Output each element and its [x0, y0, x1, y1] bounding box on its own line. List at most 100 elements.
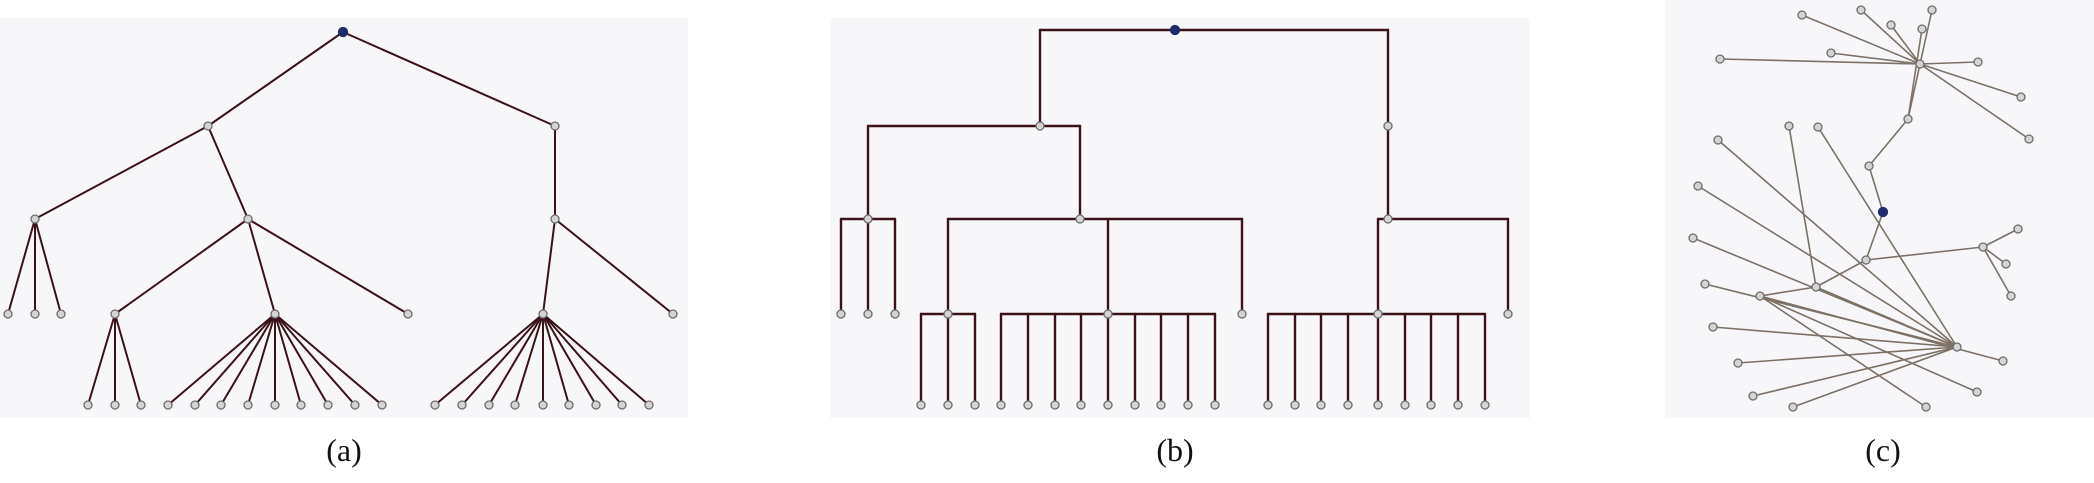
tree-edge: [1817, 126, 1958, 348]
tree-node: [484, 400, 494, 410]
tree-edge: [1792, 346, 1958, 408]
tree-edge: [342, 31, 556, 127]
tree-edge: [1868, 165, 1884, 213]
tree-edge: [220, 313, 276, 406]
tree-edge: [1890, 24, 1921, 65]
tree-edge: [1704, 283, 1958, 348]
tree-edge: [1919, 61, 1979, 65]
tree-node: [1903, 114, 1913, 124]
tree-node: [30, 214, 40, 224]
tree-edge: [1907, 28, 1923, 120]
tree-edge: [434, 313, 544, 406]
tree-node: [564, 400, 574, 410]
tree-node: [1050, 400, 1060, 410]
tree-edge: [1868, 118, 1909, 167]
tree-node: [110, 400, 120, 410]
tree-node: [1917, 24, 1927, 34]
tree-node: [1813, 122, 1823, 132]
tree-edge: [1759, 295, 1927, 408]
tree-node: [83, 400, 93, 410]
tree-node: [1316, 400, 1326, 410]
tree-node: [56, 309, 66, 319]
tree-node: [1688, 233, 1698, 243]
tree-edge: [554, 218, 674, 315]
tree-node: [1748, 391, 1758, 401]
tree-node: [1383, 214, 1393, 224]
tree-edge: [1919, 9, 1933, 65]
tree-edge: [247, 218, 276, 315]
tree-node: [1237, 309, 1247, 319]
caption-b: (b): [1156, 432, 1194, 468]
tree-node: [1130, 400, 1140, 410]
tree-edge: [1719, 58, 1921, 65]
tree-edge: [114, 218, 249, 315]
tree-node: [457, 400, 467, 410]
tree-edge: [1759, 286, 1817, 297]
tree-node: [1503, 309, 1513, 319]
tree-node: [1075, 214, 1085, 224]
tree-node: [1076, 400, 1086, 410]
tree-node: [1693, 181, 1703, 191]
tree-node: [2006, 291, 2016, 301]
tree-node: [1156, 400, 1166, 410]
tree-edge: [542, 218, 556, 315]
tree-node: [970, 400, 980, 410]
tree-node: [538, 400, 548, 410]
tree-edge: [542, 313, 623, 406]
tree-node: [1921, 402, 1931, 412]
tree-node: [916, 400, 926, 410]
tree-edge: [1737, 346, 1958, 364]
tree-node: [1480, 400, 1490, 410]
tree-node: [403, 309, 413, 319]
tree-node: [668, 309, 678, 319]
caption-a: (a): [326, 432, 362, 468]
tree-node: [1784, 121, 1794, 131]
tree-node: [2013, 224, 2023, 234]
tree-edge: [274, 313, 329, 406]
tree-node: [1183, 400, 1193, 410]
radial-tree-drawing: [1688, 5, 2034, 412]
tree-node: [617, 400, 627, 410]
tree-node: [243, 400, 253, 410]
tree-edge: [1788, 125, 1817, 288]
tree-node: [538, 309, 548, 319]
tree-node: [1400, 400, 1410, 410]
tree-node: [1373, 400, 1383, 410]
tree-node: [3, 309, 13, 319]
tree-edge: [1801, 14, 1921, 65]
root-node: [1877, 206, 1889, 218]
tree-node: [1856, 5, 1866, 15]
tree-node: [216, 400, 226, 410]
tree-node: [2016, 92, 2026, 102]
tree-node: [243, 214, 253, 224]
tree-node: [350, 400, 360, 410]
tree-node: [836, 309, 846, 319]
tree-edge: [7, 218, 36, 315]
tree-node: [1998, 356, 2008, 366]
tree-edge: [1712, 326, 1958, 348]
tree-node: [1864, 161, 1874, 171]
tree-node: [1708, 322, 1718, 332]
tree-node: [644, 400, 654, 410]
tree-node: [30, 309, 40, 319]
tree-node: [943, 309, 953, 319]
tree-node: [163, 400, 173, 410]
tree-node: [1373, 309, 1383, 319]
tree-node: [1755, 291, 1765, 301]
tree-node: [1826, 48, 1836, 58]
tree-node: [550, 214, 560, 224]
tree-edge: [274, 313, 302, 406]
tree-edge: [1982, 246, 2012, 297]
tree-edge: [1865, 246, 1984, 261]
tree-node: [1263, 400, 1273, 410]
tree-node: [1788, 402, 1798, 412]
tree-node: [1023, 400, 1033, 410]
tree-node: [996, 400, 1006, 410]
tree-edge: [542, 313, 650, 406]
tree-edge: [274, 313, 383, 406]
tree-edge: [34, 125, 209, 220]
tree-edge: [1692, 237, 1958, 348]
tree-node: [1973, 57, 1983, 67]
root-node: [1169, 24, 1181, 36]
tree-edge: [1717, 139, 1958, 348]
